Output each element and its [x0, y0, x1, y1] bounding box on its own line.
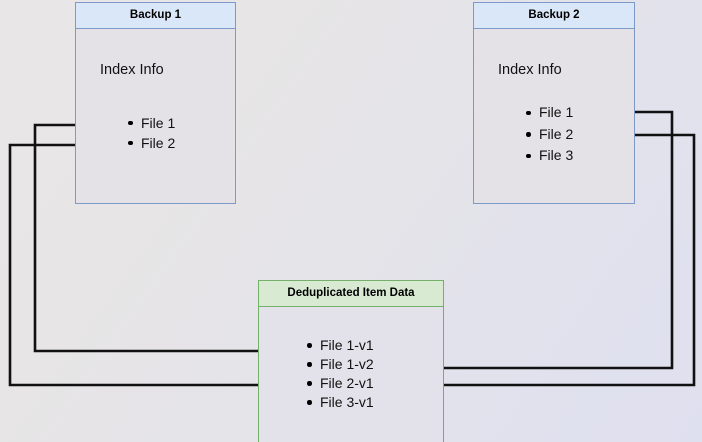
- list-item[interactable]: File 2: [127, 133, 175, 153]
- dedup-item-label: File 1-v2: [320, 356, 374, 372]
- backup-1-file-list: File 1 File 2: [127, 113, 175, 153]
- deduplicated-item-data-header: Deduplicated Item Data: [259, 281, 443, 307]
- backup-2-index-label: Index Info: [498, 62, 562, 78]
- backup-2-box[interactable]: Backup 2 Index Info File 1 File 2 File 3: [473, 2, 635, 204]
- list-item[interactable]: File 1: [525, 102, 573, 124]
- backup-1-header: Backup 1: [76, 3, 235, 29]
- list-item[interactable]: File 3-v1: [306, 393, 374, 412]
- list-item[interactable]: File 2: [525, 124, 573, 146]
- backup-2-header: Backup 2: [474, 3, 634, 29]
- backup-1-box[interactable]: Backup 1 Index Info File 1 File 2: [75, 2, 236, 204]
- dedup-item-label: File 2-v1: [320, 375, 374, 391]
- deduplicated-item-data-body: File 1-v1 File 1-v2 File 2-v1 File 3-v1: [259, 307, 443, 442]
- backup-2-file-label: File 2: [539, 125, 574, 142]
- deduplicated-item-data-box[interactable]: Deduplicated Item Data File 1-v1 File 1-…: [258, 280, 444, 442]
- list-item[interactable]: File 2-v1: [306, 374, 374, 393]
- backup-1-file-label: File 2: [141, 135, 176, 151]
- backup-2-file-label: File 1: [539, 104, 574, 120]
- list-item[interactable]: File 1-v2: [306, 355, 374, 374]
- dedup-item-label: File 3-v1: [320, 394, 374, 410]
- dedup-item-label: File 1-v1: [320, 337, 374, 353]
- list-item[interactable]: File 3: [525, 145, 573, 167]
- backup-2-file-label: File 3: [539, 147, 574, 163]
- deduplicated-item-list: File 1-v1 File 1-v2 File 2-v1 File 3-v1: [306, 336, 374, 412]
- backup-1-index-label: Index Info: [100, 62, 164, 78]
- list-item[interactable]: File 1: [127, 113, 175, 133]
- list-item[interactable]: File 1-v1: [306, 336, 374, 355]
- backup-1-body: Index Info File 1 File 2: [76, 29, 235, 203]
- backup-2-body: Index Info File 1 File 2 File 3: [474, 29, 634, 203]
- backup-1-file-label: File 1: [141, 115, 176, 131]
- backup-2-file-list: File 1 File 2 File 3: [525, 102, 573, 167]
